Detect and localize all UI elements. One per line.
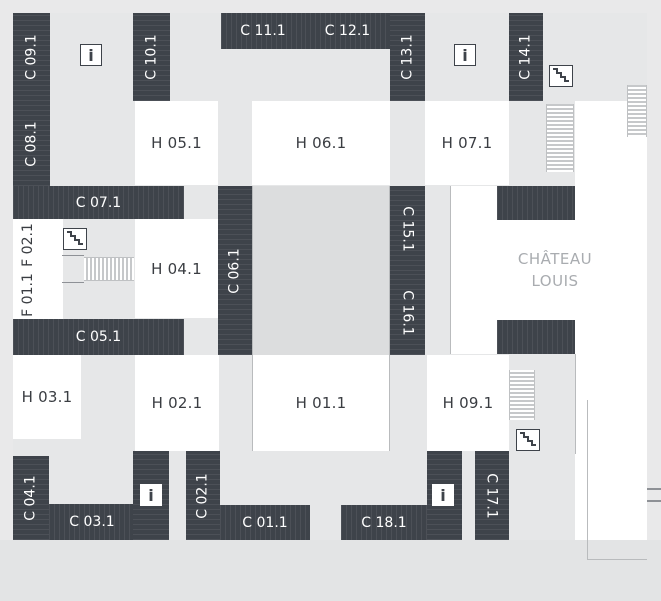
info-icon[interactable]: i bbox=[432, 484, 454, 506]
block-c13[interactable]: C 13.1 bbox=[390, 13, 425, 101]
block-c03-corner bbox=[133, 451, 169, 540]
hall-h07[interactable]: H 07.1 bbox=[425, 101, 509, 185]
block-chateau-top bbox=[497, 186, 575, 220]
block-c02[interactable]: C 02.1 bbox=[186, 451, 220, 540]
block-c12[interactable]: C 12.1 bbox=[305, 13, 390, 49]
block-c04[interactable]: C 04.1 bbox=[13, 456, 49, 540]
block-c10[interactable]: C 10.1 bbox=[133, 13, 170, 101]
stair-steps-south-east bbox=[509, 370, 535, 420]
central-courtyard bbox=[252, 186, 390, 356]
block-c16[interactable]: C 16.1 bbox=[390, 271, 425, 355]
chateau-lower-wing-edge bbox=[575, 354, 576, 454]
block-c13-label: C 13.1 bbox=[399, 34, 416, 80]
hall-h06[interactable]: H 06.1 bbox=[252, 101, 390, 185]
block-c15-label: C 15.1 bbox=[399, 205, 416, 252]
block-c08[interactable]: C 08.1 bbox=[13, 101, 50, 186]
stairs-icon[interactable] bbox=[516, 429, 540, 451]
hall-h02[interactable]: H 02.1 bbox=[135, 355, 219, 451]
hall-h01[interactable]: H 01.1 bbox=[252, 355, 390, 451]
block-c09-label: C 09.1 bbox=[23, 34, 40, 80]
block-c01-label: C 01.1 bbox=[242, 514, 288, 531]
block-c05-label: C 05.1 bbox=[75, 329, 122, 345]
block-c05[interactable]: C 05.1 bbox=[13, 319, 184, 355]
wall-segment bbox=[62, 255, 84, 256]
block-c18-label: C 18.1 bbox=[361, 514, 407, 531]
hall-h09[interactable]: H 09.1 bbox=[427, 355, 509, 451]
chateau-lower-wing-bottom bbox=[587, 559, 647, 560]
hall-h01-edge-r bbox=[389, 355, 390, 451]
block-c11-label: C 11.1 bbox=[240, 23, 286, 39]
stairs-icon-glyph bbox=[520, 432, 536, 446]
chateau-line2: LOUIS bbox=[531, 272, 579, 290]
chateau-edge-left bbox=[450, 186, 451, 354]
block-f01-label: F 01.1 bbox=[20, 273, 36, 317]
hall-h03[interactable]: H 03.1 bbox=[13, 355, 81, 439]
block-c06[interactable]: C 06.1 bbox=[218, 186, 252, 355]
stairs-icon[interactable] bbox=[63, 228, 87, 250]
hall-h05[interactable]: H 05.1 bbox=[135, 101, 218, 185]
chateau-line1: CHÂTEAU bbox=[517, 250, 593, 268]
info-icon[interactable]: i bbox=[80, 44, 102, 66]
block-f02[interactable]: F 02.1 bbox=[13, 219, 43, 271]
chateau-louis-label: CHÂTEAU LOUIS bbox=[490, 245, 620, 295]
chateau-lower-wing bbox=[575, 354, 647, 540]
chateau-lower-wing-edge2 bbox=[587, 400, 588, 560]
block-c16-label: C 16.1 bbox=[399, 290, 416, 336]
block-c02-label: C 02.1 bbox=[195, 472, 211, 519]
block-chateau-bottom bbox=[497, 320, 575, 354]
block-c10-label: C 10.1 bbox=[143, 34, 160, 80]
block-c17-label: C 17.1 bbox=[484, 472, 500, 519]
block-f02-label: F 02.1 bbox=[20, 223, 36, 267]
block-c06-label: C 06.1 bbox=[227, 247, 243, 294]
wall-segment bbox=[647, 500, 661, 502]
block-c12-label: C 12.1 bbox=[324, 23, 371, 39]
block-c15[interactable]: C 15.1 bbox=[390, 186, 425, 271]
hall-h01-edge-l bbox=[252, 355, 253, 451]
block-c14-label: C 14.1 bbox=[518, 34, 534, 80]
block-c18[interactable]: C 18.1 bbox=[341, 505, 427, 540]
block-c14[interactable]: C 14.1 bbox=[509, 13, 543, 101]
block-c07[interactable]: C 07.1 bbox=[13, 186, 184, 219]
block-c01[interactable]: C 01.1 bbox=[220, 505, 310, 540]
info-icon[interactable]: i bbox=[454, 44, 476, 66]
block-c07-label: C 07.1 bbox=[75, 194, 122, 211]
courtyard-edge-right bbox=[389, 186, 390, 356]
stair-steps-west bbox=[84, 257, 134, 281]
wall-segment bbox=[647, 488, 661, 490]
stairs-icon[interactable] bbox=[549, 65, 573, 87]
wall-segment bbox=[62, 282, 84, 283]
block-c03-label: C 03.1 bbox=[69, 514, 115, 530]
block-c03[interactable]: C 03.1 bbox=[49, 504, 135, 540]
hall-h04[interactable]: H 04.1 bbox=[135, 219, 218, 318]
south-ground bbox=[0, 540, 661, 601]
courtyard-edge-left bbox=[252, 186, 253, 356]
block-c04-label: C 04.1 bbox=[23, 475, 39, 521]
info-icon[interactable]: i bbox=[140, 484, 162, 506]
stairs-icon-glyph bbox=[553, 68, 569, 82]
block-c17[interactable]: C 17.1 bbox=[475, 451, 509, 540]
stair-steps-far-east bbox=[627, 85, 647, 137]
stair-steps-north-east bbox=[546, 104, 574, 172]
block-c11[interactable]: C 11.1 bbox=[221, 13, 305, 49]
stairs-icon-glyph bbox=[67, 231, 83, 245]
block-f01[interactable]: F 01.1 bbox=[13, 271, 43, 319]
block-c08-label: C 08.1 bbox=[23, 120, 40, 167]
f-blocks-area bbox=[13, 219, 63, 319]
block-c09[interactable]: C 09.1 bbox=[13, 13, 50, 101]
